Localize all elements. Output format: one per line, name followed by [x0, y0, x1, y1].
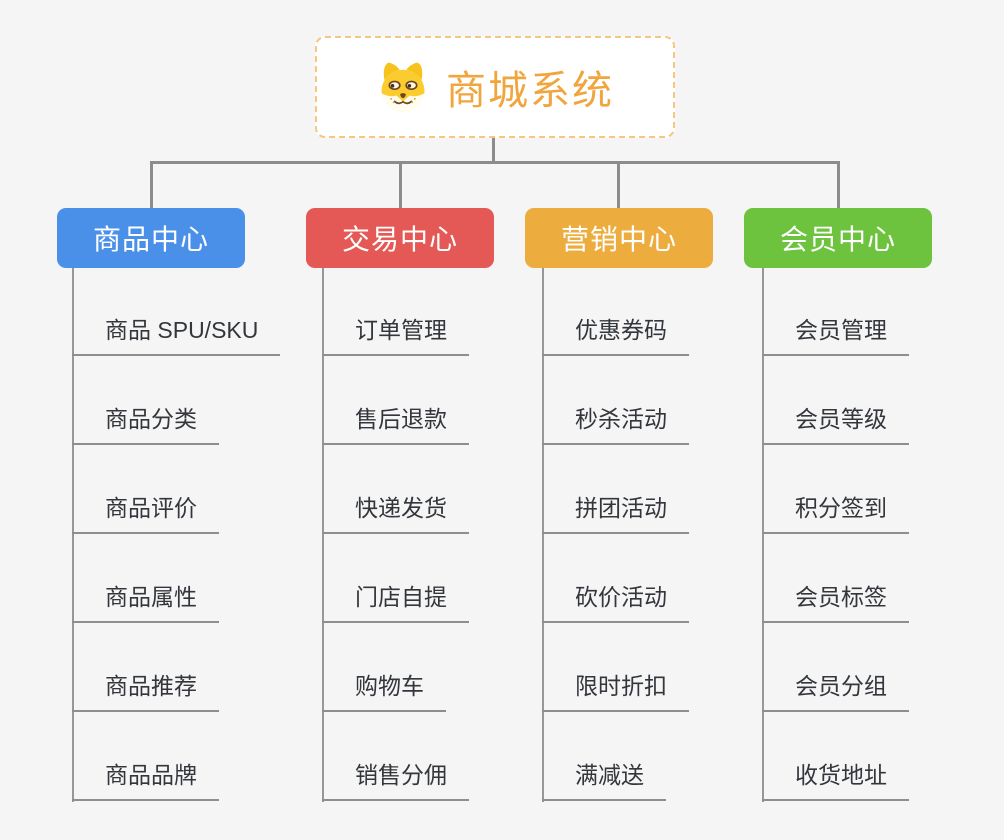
- branch-label: 会员中心: [779, 224, 896, 255]
- branch-node-members[interactable]: 会员中心: [744, 208, 932, 268]
- leaf-node[interactable]: 会员分组: [762, 623, 909, 712]
- branch-node-products[interactable]: 商品中心: [57, 208, 245, 268]
- leaf-node[interactable]: 砍价活动: [542, 534, 689, 623]
- leaf-node[interactable]: 会员等级: [762, 356, 909, 445]
- root-node[interactable]: 商城系统: [315, 36, 675, 138]
- leaf-node[interactable]: 门店自提: [322, 534, 469, 623]
- leaf-node[interactable]: 秒杀活动: [542, 356, 689, 445]
- leaf-node[interactable]: 商品评价: [72, 445, 219, 534]
- trunk-line-trade: [322, 268, 324, 802]
- leaf-node[interactable]: 商品品牌: [72, 712, 219, 801]
- connector-drop-members: [837, 161, 840, 208]
- trunk-line-members: [762, 268, 764, 802]
- leaf-node[interactable]: 订单管理: [322, 267, 469, 356]
- connector-horizontal: [150, 161, 839, 164]
- shiba-dog-icon: [381, 62, 425, 113]
- leaf-node[interactable]: 会员标签: [762, 534, 909, 623]
- leaf-node[interactable]: 积分签到: [762, 445, 909, 534]
- branch-node-trade[interactable]: 交易中心: [306, 208, 494, 268]
- branch-label: 营销中心: [560, 224, 677, 255]
- leaf-column-members: 会员管理 会员等级 积分签到 会员标签 会员分组 收货地址: [762, 267, 909, 801]
- leaf-node[interactable]: 会员管理: [762, 267, 909, 356]
- leaf-node[interactable]: 优惠券码: [542, 267, 689, 356]
- leaf-node[interactable]: 购物车: [322, 623, 446, 712]
- branch-label: 交易中心: [341, 224, 458, 255]
- trunk-line-products: [72, 268, 74, 802]
- connector-drop-products: [150, 161, 153, 208]
- connector-drop-trade: [399, 161, 402, 208]
- leaf-column-marketing: 优惠券码 秒杀活动 拼团活动 砍价活动 限时折扣 满减送: [542, 267, 689, 801]
- leaf-node[interactable]: 商品分类: [72, 356, 219, 445]
- branch-node-marketing[interactable]: 营销中心: [525, 208, 713, 268]
- trunk-line-marketing: [542, 268, 544, 802]
- leaf-node[interactable]: 商品推荐: [72, 623, 219, 712]
- leaf-node[interactable]: 销售分佣: [322, 712, 469, 801]
- branch-label: 商品中心: [92, 224, 209, 255]
- leaf-column-trade: 订单管理 售后退款 快递发货 门店自提 购物车 销售分佣: [322, 267, 469, 801]
- leaf-node[interactable]: 限时折扣: [542, 623, 689, 712]
- leaf-node[interactable]: 商品属性: [72, 534, 219, 623]
- leaf-node[interactable]: 满减送: [542, 712, 666, 801]
- root-title: 商城系统: [446, 69, 614, 113]
- leaf-node[interactable]: 快递发货: [322, 445, 469, 534]
- leaf-node[interactable]: 拼团活动: [542, 445, 689, 534]
- leaf-node[interactable]: 售后退款: [322, 356, 469, 445]
- leaf-column-products: 商品 SPU/SKU 商品分类 商品评价 商品属性 商品推荐 商品品牌: [72, 267, 281, 801]
- leaf-node[interactable]: 商品 SPU/SKU: [72, 267, 281, 356]
- connector-drop-marketing: [617, 161, 620, 208]
- connector-root-stem: [492, 138, 495, 162]
- leaf-node[interactable]: 收货地址: [762, 712, 909, 801]
